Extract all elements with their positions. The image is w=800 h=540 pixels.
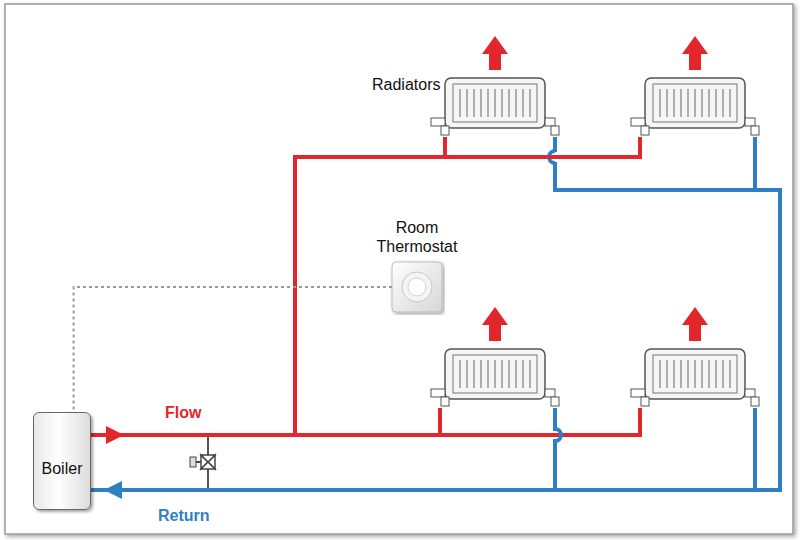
control-wire [74,287,392,412]
return-pipe [753,137,757,190]
lockshield-valve [545,389,555,397]
radiators-label: Radiators [372,76,440,94]
radiator-body [645,349,745,399]
boiler-box: Boiler [33,412,91,510]
radiator-valve [431,118,445,126]
radiator-body [645,78,745,128]
return-arrow [104,481,122,499]
flow-pipe [443,137,447,157]
lockshield-valve [745,118,755,126]
radiator [631,36,759,135]
node-label: Boiler [34,459,90,478]
flow-riser [295,137,640,435]
lockshield-valve [745,389,755,397]
radiator-valve [631,118,645,126]
flow-pipe [438,408,442,435]
flow-pipe [548,155,562,159]
return-label: Return [158,507,210,525]
radiator [631,307,759,406]
heat-arrow [682,36,708,70]
hop-gap [549,152,561,162]
return-pipe [85,137,780,490]
thermostat-node: Room Thermostat [392,262,442,312]
flow-arrow [106,426,124,444]
radiator-body [445,349,545,399]
frame [5,4,793,534]
radiator [431,307,559,406]
radiator-valve [631,389,645,397]
node-heading: Room Thermostat [367,218,467,256]
radiator-body [445,78,545,128]
bypass-valve [190,437,215,488]
heat-arrow [482,307,508,341]
return-pipe [555,408,561,490]
radiator [431,36,559,135]
flow-label: Flow [165,404,201,422]
return-pipe [553,137,557,190]
heat-arrow [682,307,708,341]
radiator-valve [431,389,445,397]
lockshield-valve [545,118,555,126]
thermostat-icon [392,262,442,312]
heat-arrow [482,36,508,70]
return-pipe [753,408,757,490]
